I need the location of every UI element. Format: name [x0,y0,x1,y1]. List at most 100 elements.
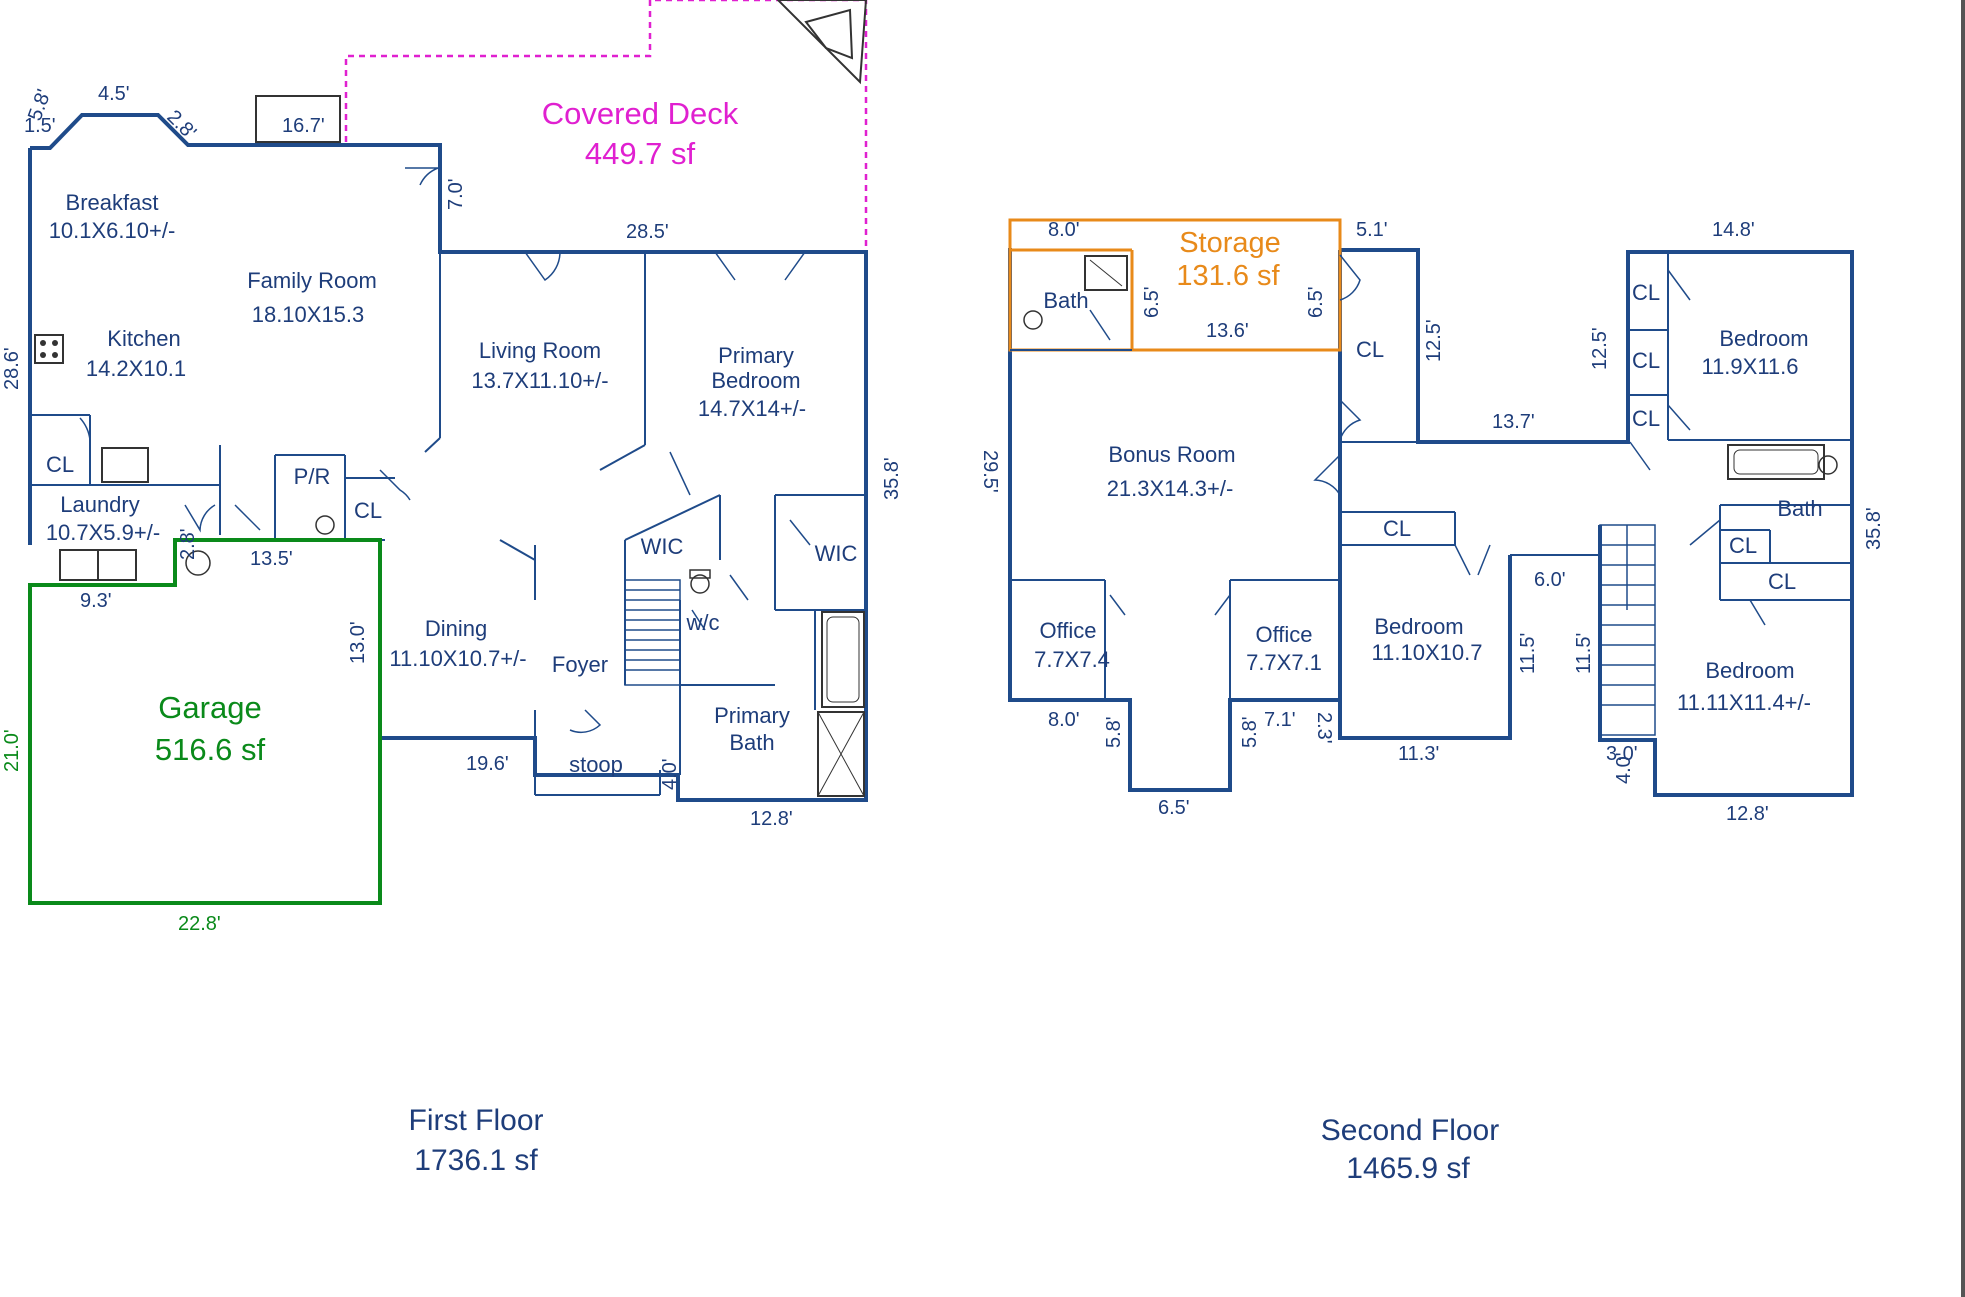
toilet-icon [1023,310,1043,330]
fireplace-icon [255,95,341,143]
second-floor-area: 1465.9 sf [1346,1152,1470,1185]
family-room-size: 18.10X15.3 [252,302,365,327]
closet-label: CL [1383,516,1411,541]
image-border [1961,0,1965,1297]
powder-room-label: P/R [294,464,331,489]
closet-label: CL [354,498,382,523]
office-size: 7.7X7.1 [1246,650,1322,675]
dimension-label: 14.8' [1712,219,1755,241]
office-size: 7.7X7.4 [1034,647,1110,672]
dimension-label: 2.8' [162,106,200,144]
bonus-room-label: Bonus Room [1108,442,1235,467]
dimension-label: 3.0' [1606,743,1638,765]
wic-label: WIC [815,541,858,566]
dimension-label: 8.0' [1048,709,1080,731]
dimension-label: 5.8' [1239,716,1261,748]
bath-label: Bath [1043,288,1088,313]
dimension-label: 5.1' [1356,219,1388,241]
dining-size: 11.10X10.7+/- [389,646,526,671]
water-heater-icon [185,550,211,576]
storage-label: Storage [1179,227,1281,259]
dimension-label: 6.5' [1158,797,1190,819]
second-floor-stairs [1599,524,1656,736]
dimension-label: 12.8' [750,808,793,830]
grill-icon [776,0,868,85]
covered-deck-label: Covered Deck [542,96,739,131]
family-room-label: Family Room [247,268,377,293]
bedroom-size: 11.10X10.7 [1372,640,1483,665]
closet-label: CL [1632,280,1660,305]
primary-bedroom-size: 14.7X14+/- [698,396,806,421]
stove-icon [34,334,64,364]
dimension-label: 22.8' [178,913,221,935]
dimension-label: 7.1' [1264,709,1296,731]
second-floor-title: Second Floor [1321,1114,1499,1147]
stoop-label: stoop [569,752,623,777]
first-floor-interior-walls [30,252,866,796]
bedroom-size: 11.11X11.4+/- [1677,690,1811,715]
dimension-label: 12.8' [1726,803,1769,825]
second-floor-exterior-wall [1008,248,1854,797]
covered-deck-area: 449.7 sf [585,136,696,171]
door-swings [79,167,811,734]
dimension-label: 21.0' [1,729,23,772]
wic-label: WIC [641,534,684,559]
bedroom-label: Bedroom [1719,326,1808,351]
dimension-label: 11.3' [1398,743,1439,765]
second-floor-interior-walls [1010,252,1852,700]
dimension-label: 28.6' [1,347,23,390]
dimension-label: 19.6' [466,753,509,775]
dimension-label: 12.5' [1423,319,1445,362]
bathtub-icon [821,611,865,708]
kitchen-size: 14.2X10.1 [86,356,186,381]
bedroom-label: Bedroom [1374,614,1463,639]
dining-label: Dining [425,616,487,641]
foyer-label: Foyer [552,652,608,677]
wc-label: w/c [686,610,720,635]
first-floor-stairs [624,579,681,686]
first-floor-area: 1736.1 sf [414,1144,538,1177]
first-floor-title: First Floor [409,1104,544,1137]
dimension-label: 28.5' [626,221,669,243]
breakfast-label: Breakfast [66,190,159,215]
garage-label: Garage [158,690,261,725]
living-room-label: Living Room [479,338,601,363]
dimension-label: 6.0' [1534,569,1566,591]
bedroom-size: 11.9X11.6 [1701,354,1798,379]
dimension-label: 13.7' [1492,411,1535,433]
toilet-icon [1818,455,1838,475]
bedroom-label: Bedroom [1705,658,1794,683]
kitchen-label: Kitchen [107,326,180,351]
primary-bedroom-label-2: Bedroom [711,368,800,393]
bathtub-icon [1727,444,1825,480]
closet-label: CL [46,452,74,477]
dimension-label: 29.5' [979,450,1001,493]
dimension-label: 8.0' [1048,219,1080,241]
storage-area: 131.6 sf [1176,260,1280,292]
shower-icon [817,711,865,797]
dimension-label: 6.5' [1305,286,1327,318]
dimension-label: 2.3' [1313,712,1335,744]
dimension-label: 13.5' [250,548,293,570]
dimension-label: 4.0' [1613,752,1635,784]
primary-bath-label-2: Bath [729,730,774,755]
office-label: Office [1039,618,1096,643]
closet-label: CL [1356,337,1384,362]
dimension-label: 16.7' [282,115,325,137]
closet-label: CL [1632,406,1660,431]
primary-bath-label-1: Primary [714,703,790,728]
laundry-label: Laundry [60,492,140,517]
closet-label: CL [1729,533,1757,558]
dimension-label: 9.3' [80,590,112,612]
laundry-size: 10.7X5.9+/- [46,520,160,545]
primary-bedroom-label-1: Primary [718,343,794,368]
sink-icon [101,447,149,483]
office-label: Office [1255,622,1312,647]
dimension-label: 4.5' [98,83,130,105]
washer-dryer-icon [59,549,137,581]
shower-icon [1084,255,1128,291]
dimension-label: 13.0' [347,621,369,664]
garage-outline [28,538,382,905]
dimension-label: 12.5' [1589,327,1611,370]
